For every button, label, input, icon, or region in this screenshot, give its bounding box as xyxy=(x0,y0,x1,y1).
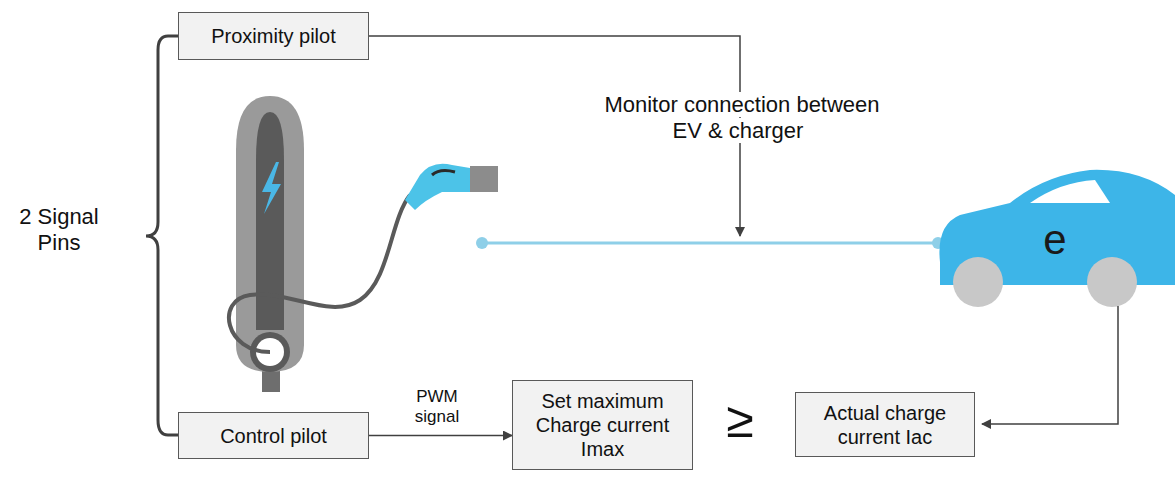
edge-label: PWM signal xyxy=(407,387,467,428)
car-illustration xyxy=(939,170,1175,307)
box-text: Control pilot xyxy=(220,424,327,448)
annotation-text: Monitor connection between EV & charger xyxy=(590,92,890,145)
comparison-symbol: ≥ xyxy=(698,390,782,450)
box-text: Proximity pilot xyxy=(211,24,335,48)
cable-line xyxy=(482,242,938,245)
box-text: Set maximum Charge current Imax xyxy=(521,389,684,461)
process-box: Control pilot xyxy=(178,412,369,459)
process-box: Actual charge current Iac xyxy=(795,392,975,457)
process-box: Proximity pilot xyxy=(178,12,369,60)
arrow-connector xyxy=(369,435,512,437)
leader-line xyxy=(982,306,1118,424)
process-box: Set maximum Charge current Imax xyxy=(512,380,693,470)
box-text: Actual charge current Iac xyxy=(804,401,966,449)
car-logo: e xyxy=(1030,215,1080,265)
bracket xyxy=(146,36,178,435)
bracket-label: 2 Signal Pins xyxy=(4,204,114,257)
charger-illustration xyxy=(229,96,498,392)
